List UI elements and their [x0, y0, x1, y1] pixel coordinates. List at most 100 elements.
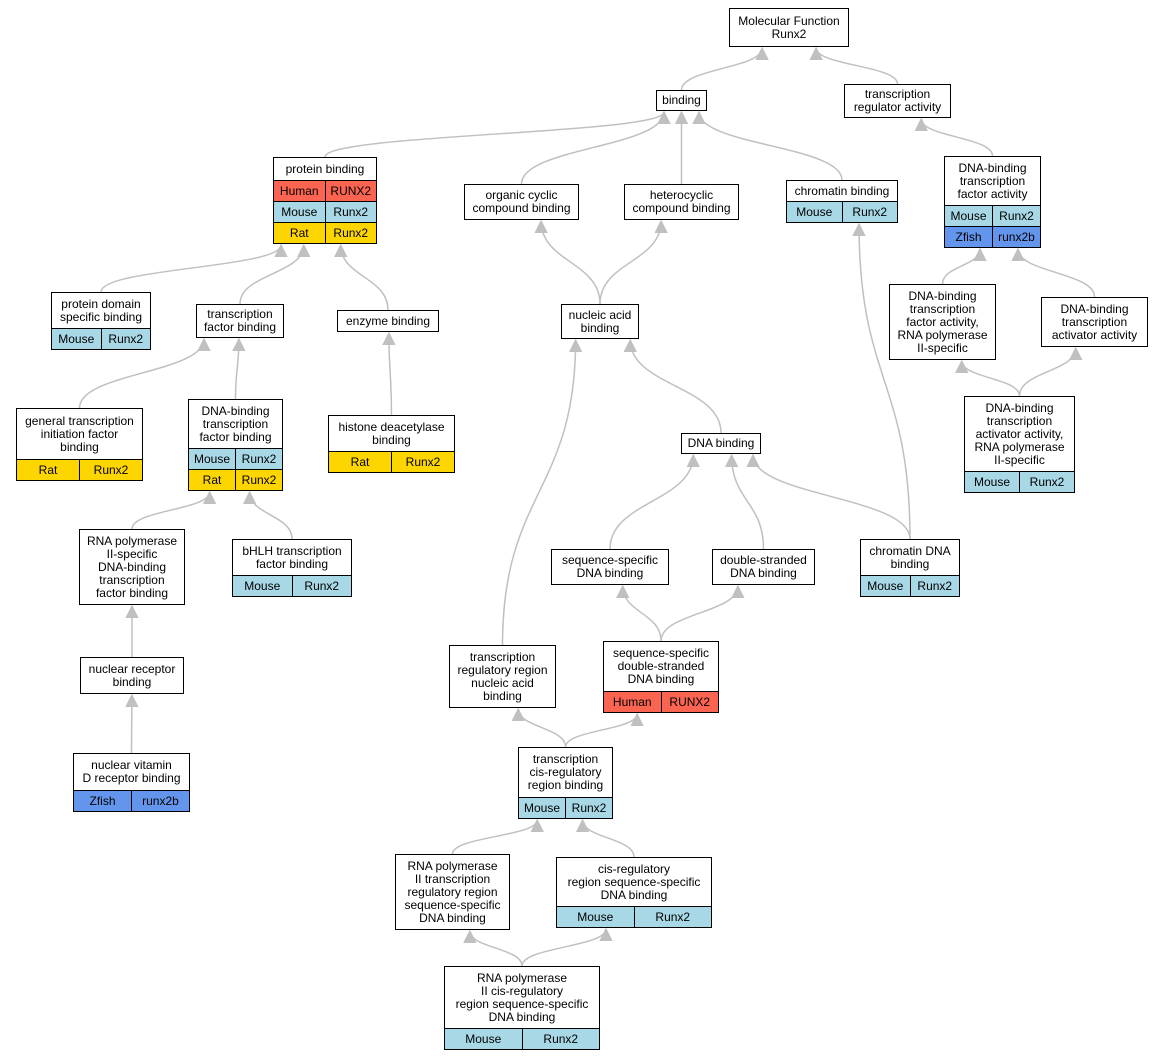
go-term-node-nrb[interactable]: nuclear receptor binding: [80, 657, 184, 694]
edge-rnacis-to-cisss: [521, 927, 613, 967]
edge-trr-to-nab: [501, 338, 583, 646]
species-cell: Mouse: [973, 474, 1011, 489]
gene-cell: Runx2: [909, 576, 960, 596]
go-term-node-dbtf[interactable]: DNA-binding transcription factor activit…: [944, 156, 1041, 248]
go-term-node-occ[interactable]: organic cyclic compound binding: [464, 184, 579, 220]
go-term-node-rnatr[interactable]: RNA polymerase II transcription regulato…: [395, 854, 510, 930]
go-term-label: general transcription initiation factor …: [25, 413, 134, 454]
gene-cell: Runx2: [633, 907, 712, 927]
edge-enz-to-pb: [334, 243, 389, 311]
edge-chb-to-binding: [692, 110, 843, 181]
go-term-label: Molecular Function Runx2: [738, 13, 840, 41]
go-term-label: binding: [662, 93, 701, 107]
species-cell: Mouse: [465, 1031, 502, 1046]
go-term-node-rnacis[interactable]: RNA polymerase II cis-regulatory region …: [444, 966, 600, 1050]
edge-rnapb-to-dbtfb: [131, 490, 217, 530]
go-term-node-gtif[interactable]: general transcription initiation factor …: [16, 408, 143, 481]
go-term-label: chromatin DNA binding: [869, 543, 951, 571]
go-term-node-rnapb[interactable]: RNA polymerase II-specific DNA-binding t…: [79, 529, 185, 605]
gene-cell: Runx2: [841, 202, 898, 222]
go-term-label: nuclear receptor binding: [88, 661, 176, 689]
edge-nab-to-hcc: [599, 219, 668, 305]
go-term-node-dbtfb[interactable]: DNA-binding transcription factor binding…: [188, 399, 283, 491]
species-cell: Zfish: [955, 229, 982, 244]
go-term-label: RNA polymerase II transcription regulato…: [404, 858, 501, 925]
go-term-label: RNA polymerase II-specific DNA-binding t…: [86, 533, 178, 600]
go-term-label: histone deacetylase binding: [338, 419, 445, 447]
edge-dbtfrna-to-dbtf: [941, 247, 987, 285]
go-term-node-cisss[interactable]: cis-regulatory region sequence-specific …: [556, 857, 712, 928]
edge-occ-to-binding: [520, 110, 671, 185]
edge-dnab-to-nab: [623, 338, 722, 434]
go-term-node-tra[interactable]: transcription regulator activity: [844, 84, 951, 118]
go-term-label: DNA-binding transcription activator acti…: [1051, 301, 1138, 342]
gene-cell: Runx2: [324, 202, 377, 222]
go-term-label: RNA polymerase II cis-regulatory region …: [455, 970, 589, 1024]
go-term-node-ssdna[interactable]: sequence-specific DNA binding: [551, 549, 669, 585]
go-term-node-tfb[interactable]: transcription factor binding: [196, 304, 284, 338]
edge-dbtarna-to-dbta: [1018, 346, 1083, 397]
go-term-node-dsdna[interactable]: double-stranded DNA binding: [712, 549, 815, 585]
gene-cell: runx2b: [992, 227, 1040, 247]
go-term-label: double-stranded DNA binding: [720, 553, 807, 580]
go-term-label: sequence-specific double-stranded DNA bi…: [612, 646, 710, 686]
edge-dbtf-to-tra: [914, 117, 994, 157]
go-term-node-dbtfrna[interactable]: DNA-binding transcription factor activit…: [889, 284, 996, 360]
edge-ssds-to-ssdna: [616, 584, 662, 642]
go-term-label: cis-regulatory region sequence-specific …: [567, 861, 701, 902]
go-term-label: transcription regulator activity: [853, 87, 942, 114]
edge-dsdna-to-dnab: [724, 453, 765, 550]
go-term-node-dbta[interactable]: DNA-binding transcription activator acti…: [1041, 297, 1148, 347]
edge-nab-to-occ: [534, 219, 601, 305]
species-gene-row: Mouse Runx2: [787, 201, 897, 222]
edge-bhlh-to-dbtfb: [242, 490, 293, 540]
species-cell: Mouse: [281, 204, 318, 219]
species-cell: Rat: [289, 225, 309, 240]
species-cell: Rat: [202, 472, 222, 487]
go-term-label: protein binding: [285, 161, 365, 176]
go-term-node-trr[interactable]: transcription regulatory region nucleic …: [449, 645, 556, 708]
go-term-node-nab[interactable]: nucleic acid binding: [561, 304, 639, 339]
edge-tcis-to-trr: [511, 707, 567, 748]
gene-cell: Runx2: [391, 452, 454, 472]
go-term-node-tcis[interactable]: transcription cis-regulatory region bind…: [518, 747, 613, 819]
go-term-node-binding[interactable]: binding: [656, 90, 707, 111]
species-gene-row: Zfish runx2b: [945, 226, 1040, 247]
go-term-label: transcription cis-regulatory region bind…: [527, 752, 604, 792]
gene-cell: Runx2: [235, 470, 282, 490]
gene-cell: Runx2: [521, 1029, 600, 1049]
go-term-label: enzyme binding: [345, 313, 431, 328]
species-cell: Mouse: [796, 204, 833, 219]
gene-cell: Runx2: [79, 460, 142, 480]
edge-binding-to-mf: [680, 46, 769, 91]
go-term-node-mf[interactable]: Molecular Function Runx2: [729, 8, 849, 47]
go-term-node-ssds[interactable]: sequence-specific double-stranded DNA bi…: [603, 641, 719, 713]
edge-pb-to-binding: [324, 110, 671, 158]
go-term-label: DNA-binding transcription factor activit…: [897, 288, 988, 355]
edge-dbtfb-to-tfb: [232, 337, 246, 400]
go-term-node-dnab[interactable]: DNA binding: [681, 433, 761, 454]
edge-dbtarna-to-dbtfrna: [955, 359, 1021, 397]
go-term-label: nuclear vitamin D receptor binding: [82, 758, 181, 785]
go-term-node-hcc[interactable]: heterocyclic compound binding: [624, 184, 739, 220]
go-term-node-dbtarna[interactable]: DNA-binding transcription activator acti…: [964, 396, 1075, 493]
go-term-node-enz[interactable]: enzyme binding: [337, 310, 439, 332]
go-term-label: DNA-binding transcription factor binding: [199, 403, 272, 444]
species-cell: Mouse: [523, 800, 561, 815]
species-cell: Mouse: [950, 208, 987, 223]
